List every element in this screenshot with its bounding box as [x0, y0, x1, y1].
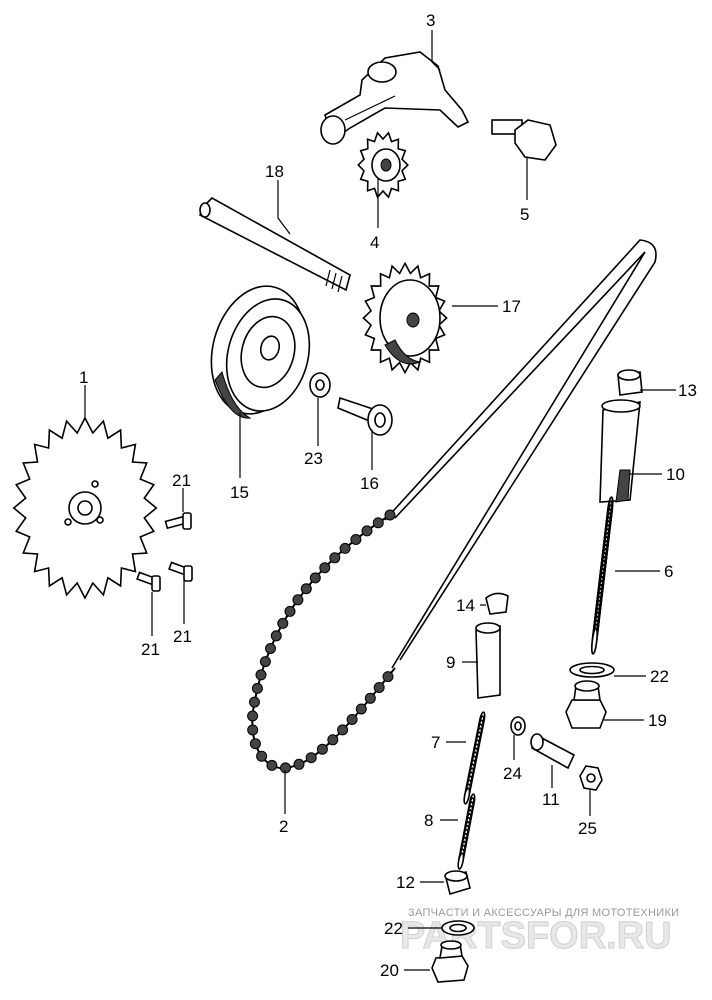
chain-link	[319, 562, 331, 574]
chain-link	[284, 605, 296, 617]
part-22-washer-lower	[441, 920, 475, 936]
part-21-bolt-a	[164, 512, 192, 530]
label-7: 7	[431, 733, 440, 752]
part-22-washer-upper	[569, 662, 615, 678]
chain-link	[355, 703, 367, 715]
part-21-bolt-b	[136, 571, 161, 592]
chain-link	[300, 583, 312, 595]
label-9: 9	[446, 653, 455, 672]
chain-link	[256, 750, 268, 762]
chain-link	[255, 669, 267, 681]
part-7-spring	[463, 711, 486, 805]
label-22-a: 22	[650, 667, 669, 686]
chain-link	[339, 542, 351, 554]
label-19: 19	[648, 711, 667, 730]
chain-link	[265, 643, 276, 654]
label-12: 12	[396, 873, 415, 892]
part-2-cam-chain	[247, 239, 657, 774]
label-14: 14	[456, 596, 475, 615]
chain-link	[259, 656, 271, 668]
part-5-hex-bolt	[491, 119, 557, 161]
part-8-spring	[457, 793, 476, 870]
label-23: 23	[304, 449, 323, 468]
chain-link	[270, 630, 282, 642]
chain-link	[277, 617, 289, 629]
label-15: 15	[230, 483, 249, 502]
part-20-bolt	[431, 940, 469, 983]
chain-link	[249, 696, 260, 708]
label-3: 3	[426, 11, 435, 30]
chain-link	[266, 759, 278, 771]
spring-coil	[457, 852, 465, 870]
chain-link	[329, 552, 341, 564]
part-21-bolt-c	[168, 561, 193, 582]
part-13-plug	[617, 369, 643, 396]
chain-link	[247, 724, 259, 736]
part-23-washer	[309, 372, 331, 398]
label-18: 18	[265, 162, 284, 181]
part-25-nut	[579, 765, 603, 791]
part-24-o-ring	[510, 716, 526, 736]
chain-link	[327, 734, 339, 746]
chain-link	[316, 743, 328, 755]
chain-link	[350, 534, 362, 545]
label-1: 1	[79, 368, 88, 387]
chain-link	[346, 714, 358, 725]
label-2: 2	[279, 817, 288, 836]
part-12-plug	[444, 870, 471, 896]
chain-link	[293, 758, 305, 770]
chain-link	[361, 525, 373, 537]
leader-lines	[84, 30, 676, 971]
label-21-c: 21	[173, 627, 192, 646]
label-21-b: 21	[141, 640, 160, 659]
chain-link	[305, 752, 317, 764]
spring-coil	[463, 787, 471, 805]
label-6: 6	[664, 562, 673, 581]
part-14-cap	[485, 592, 509, 615]
chain-link	[382, 671, 394, 683]
chain-link	[337, 724, 349, 736]
part-number-labels: 3 4 5 18 17 15 23 16 1 21 21 21 13 10 6 …	[79, 11, 697, 980]
spring-coil	[591, 627, 598, 655]
chain-link	[309, 572, 321, 584]
part-17-sprocket	[362, 261, 448, 375]
label-20: 20	[380, 961, 399, 980]
part-3-bracket	[320, 51, 470, 145]
part-19-bolt	[565, 680, 607, 729]
chain-link	[249, 738, 261, 750]
label-13: 13	[678, 381, 697, 400]
label-21-a: 21	[172, 471, 191, 490]
label-25: 25	[578, 819, 597, 838]
part-15-guide-roller	[210, 285, 311, 419]
chain-link	[251, 682, 263, 694]
label-11: 11	[542, 790, 560, 809]
part-1-sprocket	[12, 416, 158, 600]
label-8: 8	[424, 811, 433, 830]
chain-link	[292, 594, 304, 606]
chain-link	[364, 692, 376, 704]
part-6-long-spring	[591, 496, 614, 655]
label-4: 4	[370, 233, 379, 252]
label-16: 16	[360, 474, 379, 493]
chain-link	[247, 710, 259, 722]
watermark-tagline: ЗАПЧАСТИ И АКСЕССУАРЫ ДЛЯ МОТОТЕХНИКИ	[408, 907, 679, 919]
chain-link	[373, 682, 385, 693]
chain-link	[372, 517, 384, 529]
chain-link	[384, 509, 396, 521]
part-16-pin-bolt	[337, 396, 393, 436]
label-5: 5	[520, 205, 529, 224]
part-10-tube	[599, 399, 641, 503]
part-18-shaft	[198, 197, 351, 293]
part-11-screw	[530, 733, 576, 770]
part-4-small-sprocket	[357, 131, 409, 199]
label-24: 24	[503, 764, 522, 783]
label-22-b: 22	[384, 919, 403, 938]
label-17: 17	[502, 297, 521, 316]
label-10: 10	[666, 465, 685, 484]
part-9-tube	[475, 622, 501, 699]
